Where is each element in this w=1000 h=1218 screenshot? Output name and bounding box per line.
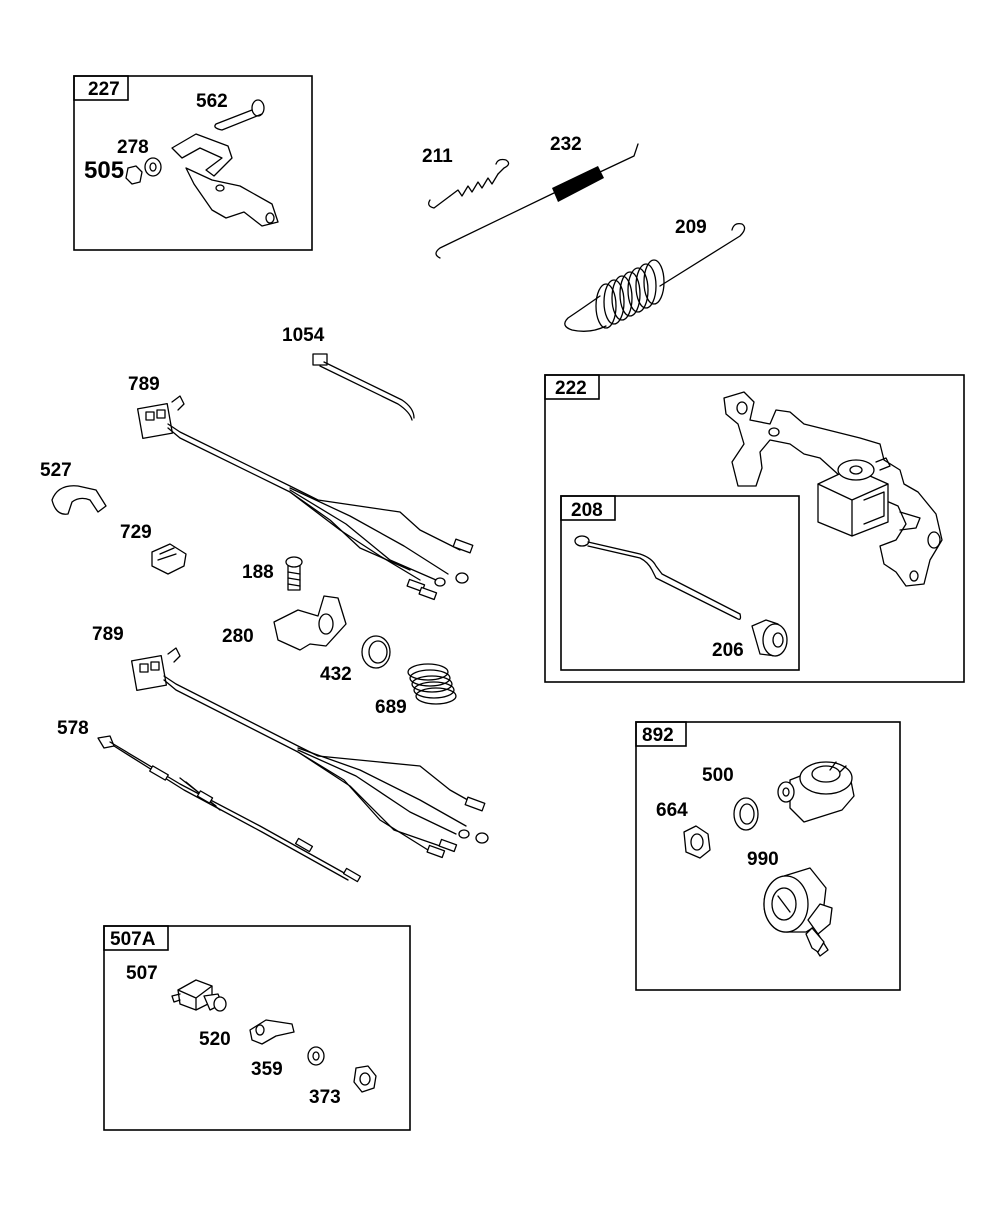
spring-209 <box>564 222 746 332</box>
label-211[interactable]: 211 <box>422 146 453 167</box>
harness-789-bottom <box>130 647 489 859</box>
kit-208-box <box>560 495 800 671</box>
bracket-227 <box>171 133 279 227</box>
kit-208-label[interactable]: 208 <box>571 500 603 521</box>
wire-578 <box>97 735 362 883</box>
nut-664 <box>683 825 711 859</box>
washer-278 <box>144 157 162 177</box>
knob-206 <box>751 619 788 657</box>
switch-507 <box>171 979 227 1012</box>
kit-507a-label[interactable]: 507A <box>110 929 156 950</box>
kit-507a-tag <box>103 925 169 951</box>
label-359[interactable]: 359 <box>251 1059 283 1080</box>
kit-222-label[interactable]: 222 <box>555 378 587 399</box>
kit-208-tag <box>560 495 616 521</box>
connector-729 <box>151 543 187 575</box>
kit-507a-group: 507A 507 520 359 373 <box>103 925 411 1131</box>
label-206[interactable]: 206 <box>712 640 744 661</box>
kit-892-label[interactable]: 892 <box>642 725 674 746</box>
kit-227-box <box>73 75 313 251</box>
nut-373 <box>353 1065 377 1093</box>
spring-211 <box>428 158 510 209</box>
label-500[interactable]: 500 <box>702 765 734 786</box>
label-507[interactable]: 507 <box>126 963 158 984</box>
kit-222-group: 222 208 <box>544 374 965 683</box>
label-789-top[interactable]: 789 <box>128 374 160 395</box>
spring-689 <box>407 663 457 705</box>
spring-232 <box>435 143 639 259</box>
label-729[interactable]: 729 <box>120 522 152 543</box>
keys-990 <box>805 903 833 957</box>
label-562[interactable]: 562 <box>196 91 228 112</box>
label-789-bottom[interactable]: 789 <box>92 624 124 645</box>
kit-892-box <box>635 721 901 991</box>
rod-208 <box>574 535 742 620</box>
ring-432 <box>361 635 391 669</box>
kit-222-box <box>544 374 965 683</box>
kit-892-tag <box>635 721 687 747</box>
ignition-switch-body <box>777 761 855 823</box>
kit-227-tag <box>73 75 129 101</box>
label-505[interactable]: 505 <box>84 157 124 184</box>
clamp-527 <box>51 485 107 515</box>
label-664[interactable]: 664 <box>656 800 688 821</box>
label-188[interactable]: 188 <box>242 562 274 583</box>
bracket-280 <box>273 595 347 651</box>
label-373[interactable]: 373 <box>309 1087 341 1108</box>
label-1054[interactable]: 1054 <box>282 325 325 346</box>
label-578[interactable]: 578 <box>57 718 89 739</box>
bracket-520 <box>249 1019 295 1045</box>
label-527[interactable]: 527 <box>40 460 72 481</box>
kit-227-group: 227 562 278 505 <box>73 75 313 251</box>
washer-359 <box>307 1046 325 1066</box>
label-278[interactable]: 278 <box>117 137 149 158</box>
kit-222-tag <box>544 374 600 400</box>
label-232[interactable]: 232 <box>550 134 582 155</box>
label-689[interactable]: 689 <box>375 697 407 718</box>
kit-208-group: 208 206 <box>560 495 800 671</box>
bolt-562 <box>214 99 265 131</box>
kit-227-label[interactable]: 227 <box>88 79 120 100</box>
label-990[interactable]: 990 <box>747 849 779 870</box>
harness-789-top <box>136 395 474 601</box>
kit-892-group: 892 <box>635 721 901 991</box>
label-432[interactable]: 432 <box>320 664 352 685</box>
nut-505 <box>125 165 143 185</box>
label-209[interactable]: 209 <box>675 217 707 238</box>
kit-507a-box <box>103 925 411 1131</box>
label-520[interactable]: 520 <box>199 1029 231 1050</box>
lock-washer-500 <box>733 797 759 831</box>
cable-tie-1054 <box>312 353 415 421</box>
label-280[interactable]: 280 <box>222 626 254 647</box>
solenoid-bracket-222 <box>723 391 943 587</box>
screw-188 <box>285 556 303 591</box>
